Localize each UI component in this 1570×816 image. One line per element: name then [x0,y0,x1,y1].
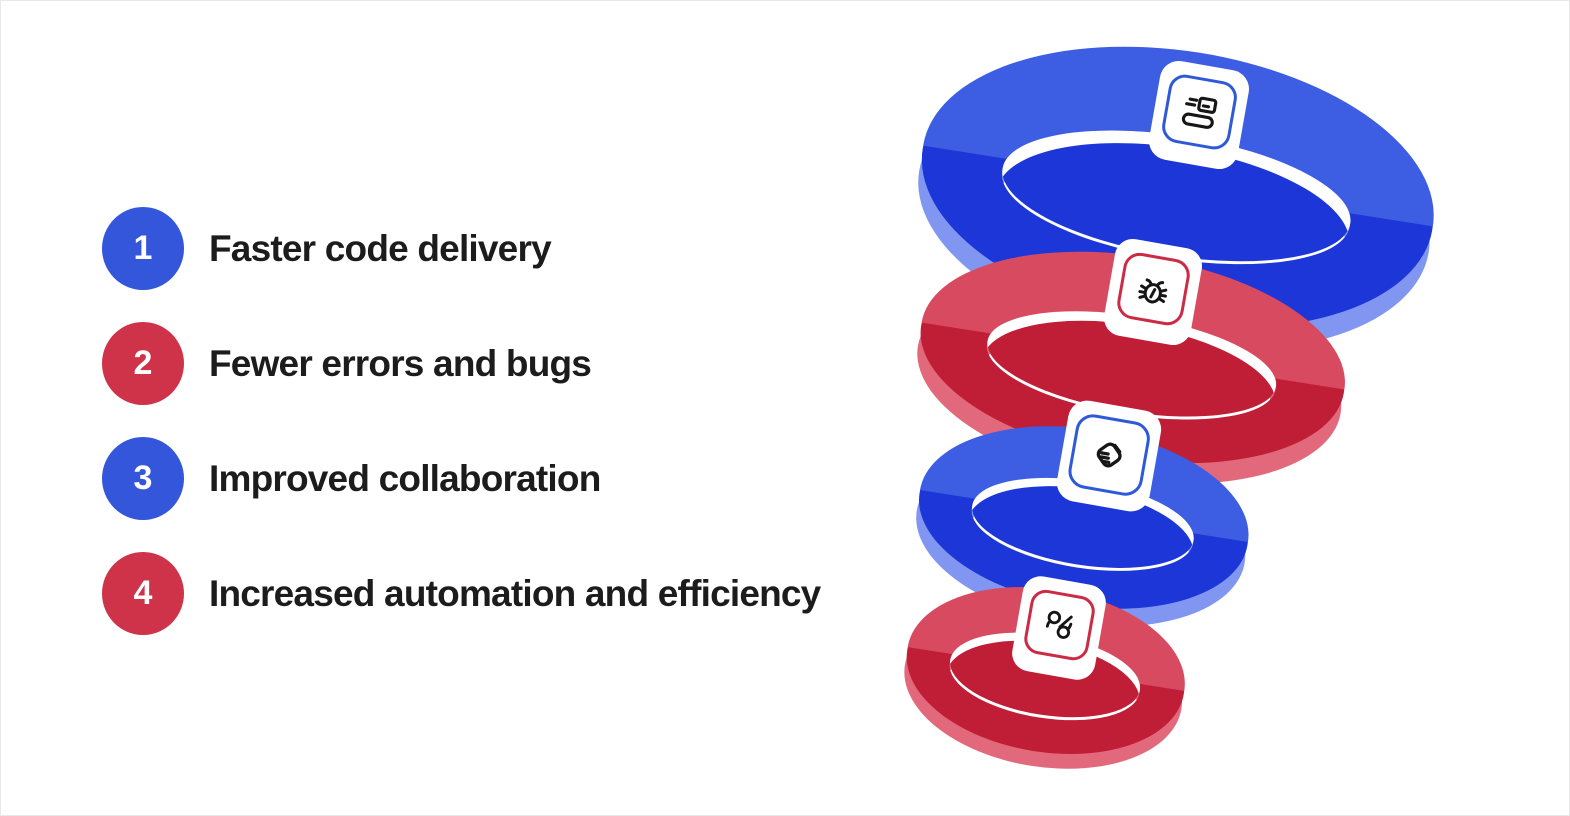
ring-top-face [919,426,1249,545]
ring-top-face [921,251,1345,393]
fast-delivery-icon [1181,96,1218,129]
list-item: 2 Fewer errors and bugs [102,322,820,405]
ring-badge-3 [1056,400,1162,512]
item-number-badge: 1 [102,207,184,290]
list-item: 3 Improved collaboration [102,437,820,520]
ring-badge-4 [1012,576,1106,680]
list-item: 1 Faster code delivery [102,207,820,290]
item-label: Faster code delivery [209,227,552,269]
automation-icon [1045,610,1073,639]
item-label: Increased automation and efficiency [209,572,821,614]
ring-badge-1 [1149,60,1249,170]
item-label: Fewer errors and bugs [209,342,592,384]
ring-top-face [907,587,1185,694]
item-label: Improved collaboration [209,457,601,499]
item-number-badge: 4 [102,552,184,635]
list-item: 4 Increased automation and efficiency [102,552,821,635]
ring-badge-2 [1104,238,1202,346]
bug-icon [1138,278,1168,304]
item-number-badge: 2 [102,322,184,405]
benefits-list: 1 Faster code delivery 2 Fewer errors an… [102,207,821,635]
badge-icon-frame [1162,74,1237,150]
funnel-ring-3 [916,426,1249,627]
item-number-badge: 3 [102,437,184,520]
funnel-rings-illustration [904,46,1434,769]
ring-top-face [922,46,1434,233]
handshake-icon [1096,442,1122,468]
badge-icon-frame [1024,589,1095,661]
